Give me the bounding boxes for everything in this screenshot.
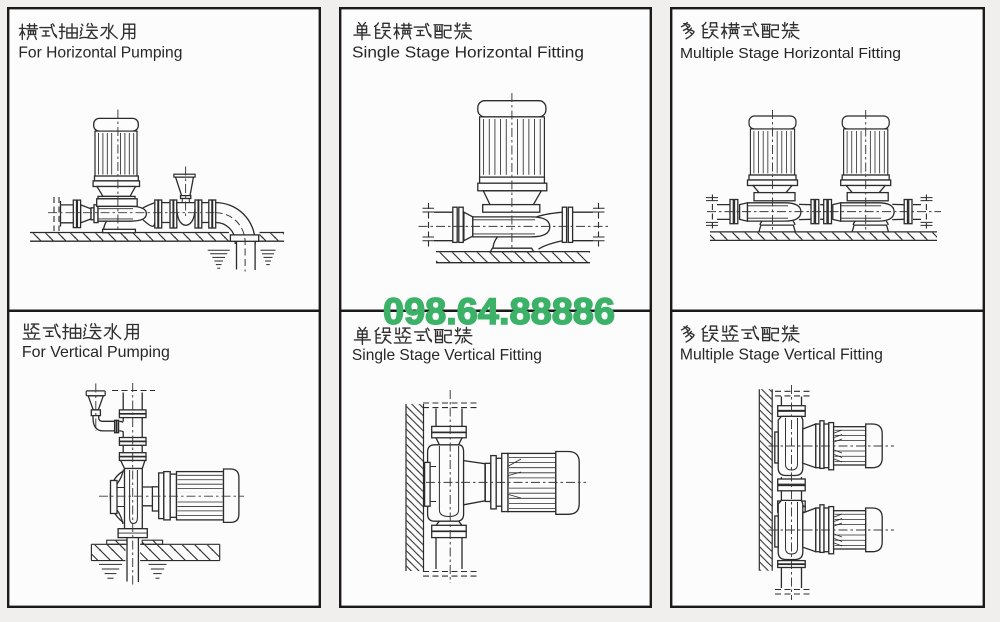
- svg-text:Single Stage Vertical Fitting: Single Stage Vertical Fitting: [352, 347, 542, 364]
- svg-text:Multiple Stage Horizontal Fitt: Multiple Stage Horizontal Fitting: [680, 45, 901, 62]
- svg-text:Single Stage Horizontal Fittin: Single Stage Horizontal Fitting: [352, 44, 584, 61]
- svg-text:098.64.88886: 098.64.88886: [383, 290, 615, 332]
- svg-text:For Horizontal Pumping: For Horizontal Pumping: [18, 45, 182, 62]
- svg-text:For Vertical Pumping: For Vertical Pumping: [22, 344, 170, 361]
- svg-text:Multiple Stage Vertical Fittin: Multiple Stage Vertical Fitting: [680, 347, 883, 364]
